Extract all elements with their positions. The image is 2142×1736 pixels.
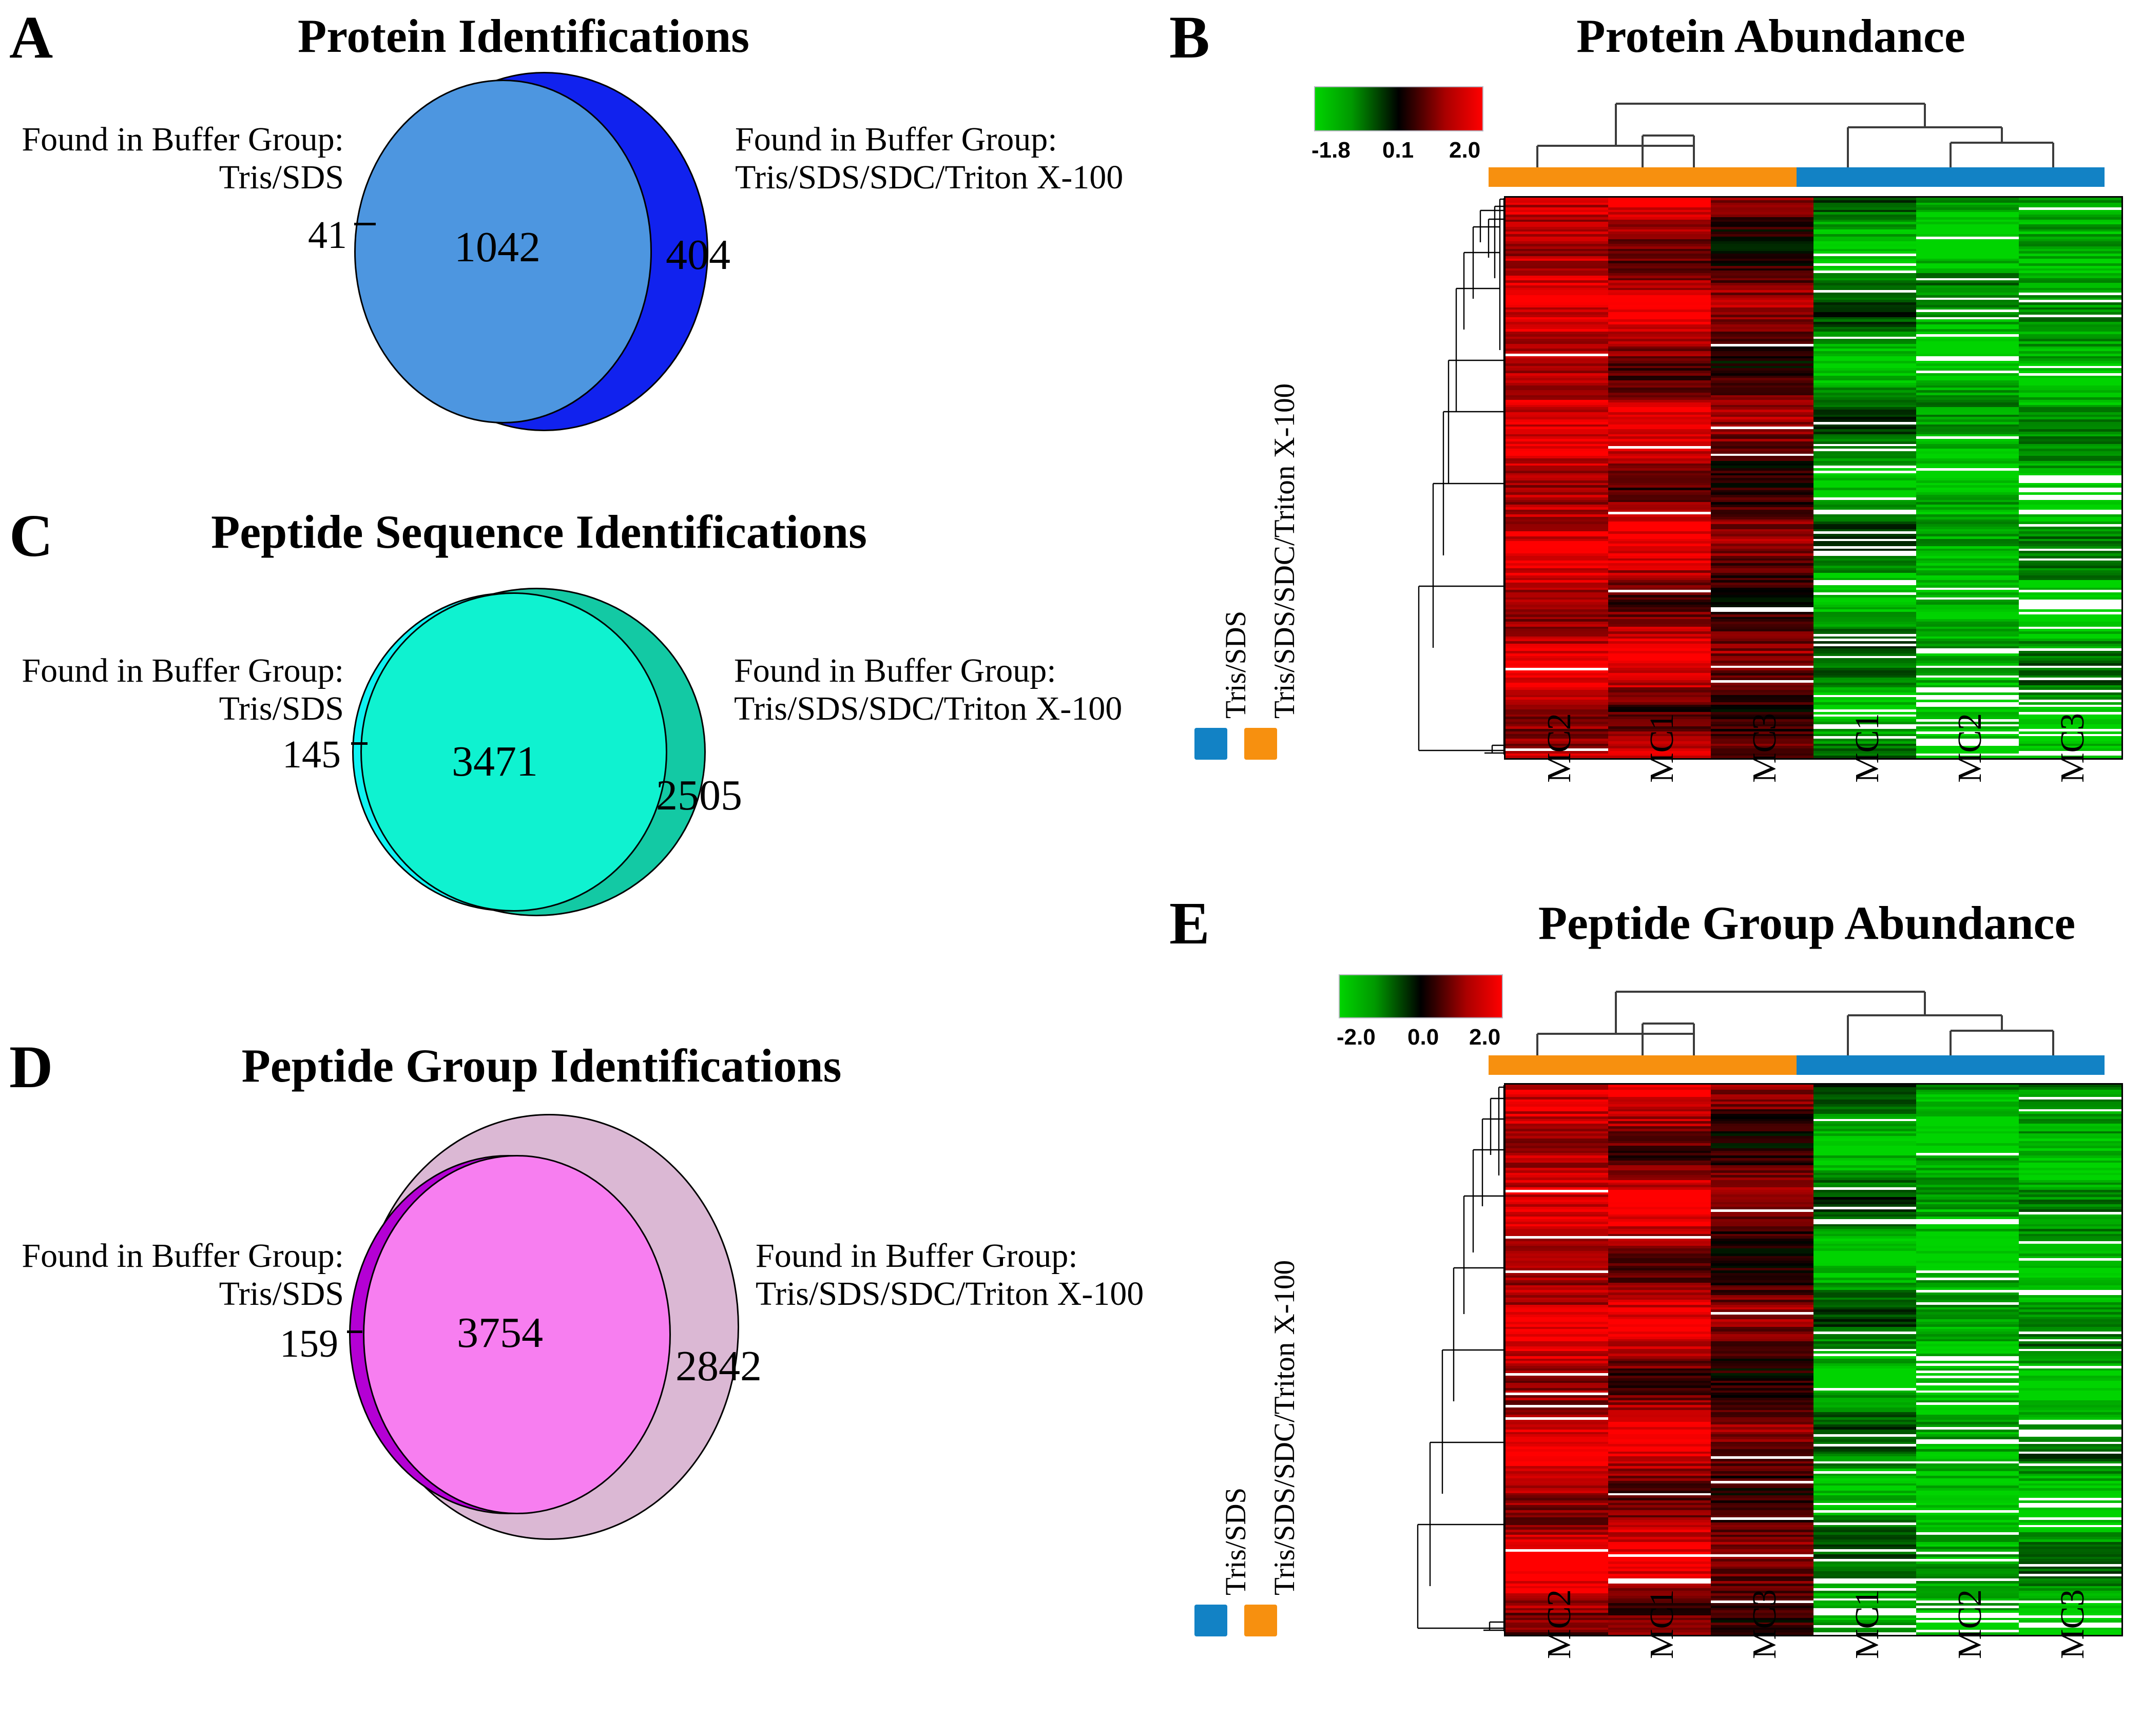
panel-e-column-label-3: MC1 <box>1848 1589 1886 1659</box>
panel-e-column-label-2: MC3 <box>1746 1589 1783 1659</box>
panel-e-group-bar-orange <box>1489 1055 1797 1075</box>
panel-c-intersection-count: 3471 <box>452 738 538 785</box>
panel-e-row-dendrogram <box>1417 1085 1505 1631</box>
panel-e-colorbar <box>1339 974 1503 1018</box>
venn-inner-circle-c <box>360 592 667 912</box>
panel-e-letter: E <box>1169 890 1210 957</box>
heatmap-column <box>1916 1085 2019 1635</box>
panel-e-column-label-0: MC2 <box>1540 1589 1578 1659</box>
panel-e-column-dendrogram <box>1536 991 2054 1055</box>
panel-e-legend-swatch-orange <box>1244 1605 1277 1636</box>
panel-d-letter: D <box>9 1033 53 1101</box>
heatmap-column <box>1711 1085 1813 1635</box>
panel-a-right-label: Found in Buffer Group: Tris/SDS/SDC/Trit… <box>735 121 1124 196</box>
panel-b-colorbar-mid: 0.1 <box>1382 138 1414 163</box>
panel-b-column-label-4: MC2 <box>1951 713 1989 783</box>
heatmap-column <box>1608 1085 1711 1635</box>
panel-a-title: Protein Identifications <box>298 10 749 62</box>
panel-b-legend-swatch-orange <box>1244 728 1277 760</box>
panel-a-left-label: Found in Buffer Group: Tris/SDS <box>22 121 344 196</box>
panel-e-group-bar-blue <box>1797 1055 2105 1075</box>
panel-b-column-dendrogram <box>1536 103 2054 167</box>
panel-a-venn: Found in Buffer Group: Tris/SDS Found in… <box>0 0 1123 462</box>
panel-b-colorbar <box>1314 86 1483 131</box>
panel-c-left-label: Found in Buffer Group: Tris/SDS <box>22 652 344 727</box>
panel-c-right-label: Found in Buffer Group: Tris/SDS/SDC/Trit… <box>734 652 1123 727</box>
panel-c-venn: Found in Buffer Group: Tris/SDS Found in… <box>0 560 1122 970</box>
panel-a-leader-line <box>354 223 376 225</box>
panel-d-leader-line <box>347 1330 362 1333</box>
panel-c-letter: C <box>9 502 53 569</box>
panel-b-column-label-2: MC3 <box>1746 713 1783 783</box>
panel-b-group-bar-blue <box>1797 167 2105 187</box>
heatmap-column <box>2019 198 2121 758</box>
panel-a-intersection-count: 1042 <box>454 223 541 271</box>
venn-inner-circle-a <box>354 80 652 423</box>
panel-c-title: Peptide Sequence Identifications <box>211 506 867 558</box>
panel-d-left-only-count: 159 <box>280 1322 338 1365</box>
panel-b-colorbar-min: -1.8 <box>1311 138 1350 163</box>
panel-d-right-only-count: 2842 <box>676 1342 762 1390</box>
panel-e-column-label-1: MC1 <box>1643 1589 1681 1659</box>
heatmap-column <box>1916 198 2019 758</box>
heatmap-column <box>1711 198 1813 758</box>
panel-a-right-only-count: 404 <box>666 231 730 279</box>
heatmap-column <box>1506 198 1608 758</box>
panel-e-column-label-4: MC2 <box>1951 1589 1989 1659</box>
panel-c-left-only-count: 145 <box>282 733 341 776</box>
panel-e-colorbar-max: 2.0 <box>1469 1025 1501 1050</box>
panel-d-right-label: Found in Buffer Group: Tris/SDS/SDC/Trit… <box>756 1237 1144 1313</box>
panel-b-legend-swatch-blue <box>1194 728 1227 760</box>
panel-e-legend-label-1: Tris/SDS/SDC/Triton X-100 <box>1268 1260 1301 1595</box>
heatmap-column <box>1813 198 1916 758</box>
panel-b-group-bar-orange <box>1489 167 1797 187</box>
heatmap-column <box>1506 1085 1608 1635</box>
panel-c-leader-line <box>351 742 368 745</box>
panel-d-venn: Found in Buffer Group: Tris/SDS Found in… <box>0 1088 1144 1607</box>
heatmap-column <box>1608 198 1711 758</box>
panel-e-legend-label-0: Tris/SDS <box>1220 1487 1252 1595</box>
panel-e-colorbar-mid: 0.0 <box>1407 1025 1439 1050</box>
heatmap-column <box>2019 1085 2121 1635</box>
panel-b-column-label-3: MC1 <box>1848 713 1886 783</box>
panel-b-legend-label-0: Tris/SDS <box>1220 610 1252 719</box>
panel-e-column-label-5: MC3 <box>2054 1589 2091 1659</box>
panel-b-column-label-5: MC3 <box>2054 713 2091 783</box>
venn-inner-circle-d <box>363 1155 671 1514</box>
panel-e-legend-swatch-blue <box>1194 1605 1227 1636</box>
panel-d-intersection-count: 3754 <box>457 1309 543 1357</box>
panel-e-heatmap <box>1504 1083 2123 1636</box>
panel-b-legend-label-1: Tris/SDS/SDC/Triton X-100 <box>1268 383 1301 719</box>
panel-b-heatmap <box>1504 196 2123 760</box>
panel-b-colorbar-max: 2.0 <box>1449 138 1481 163</box>
panel-a-letter: A <box>9 4 53 71</box>
panel-b-title: Protein Abundance <box>1576 10 1965 62</box>
panel-e-title: Peptide Group Abundance <box>1538 897 2076 949</box>
panel-c-right-only-count: 2505 <box>656 771 742 819</box>
panel-d-title: Peptide Group Identifications <box>241 1039 842 1092</box>
heatmap-column <box>1813 1085 1916 1635</box>
panel-b-letter: B <box>1169 4 1210 71</box>
panel-a-left-only-count: 41 <box>308 214 347 257</box>
panel-e-colorbar-min: -2.0 <box>1337 1025 1376 1050</box>
panel-b-column-label-1: MC1 <box>1643 713 1681 783</box>
panel-d-left-label: Found in Buffer Group: Tris/SDS <box>22 1237 344 1313</box>
panel-b-column-label-0: MC2 <box>1540 713 1578 783</box>
panel-b-row-dendrogram <box>1418 198 1505 755</box>
